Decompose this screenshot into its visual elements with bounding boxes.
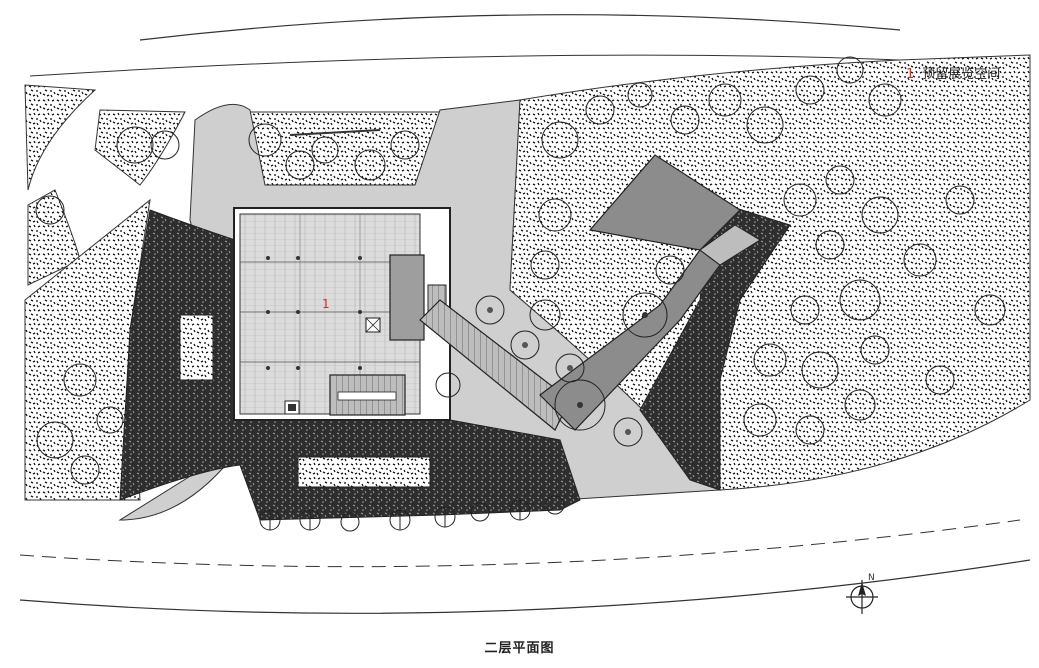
drawing-caption: 二层平面图 <box>484 641 555 656</box>
legend: 1 预留展览空间 <box>906 63 1000 82</box>
legend-item-label: 预留展览空间 <box>922 67 1001 82</box>
legend-item-number: 1 <box>906 67 915 82</box>
north-arrow-icon <box>846 580 878 614</box>
north-label: N <box>868 573 875 583</box>
room-tag-exhibition: 1 <box>322 297 330 311</box>
